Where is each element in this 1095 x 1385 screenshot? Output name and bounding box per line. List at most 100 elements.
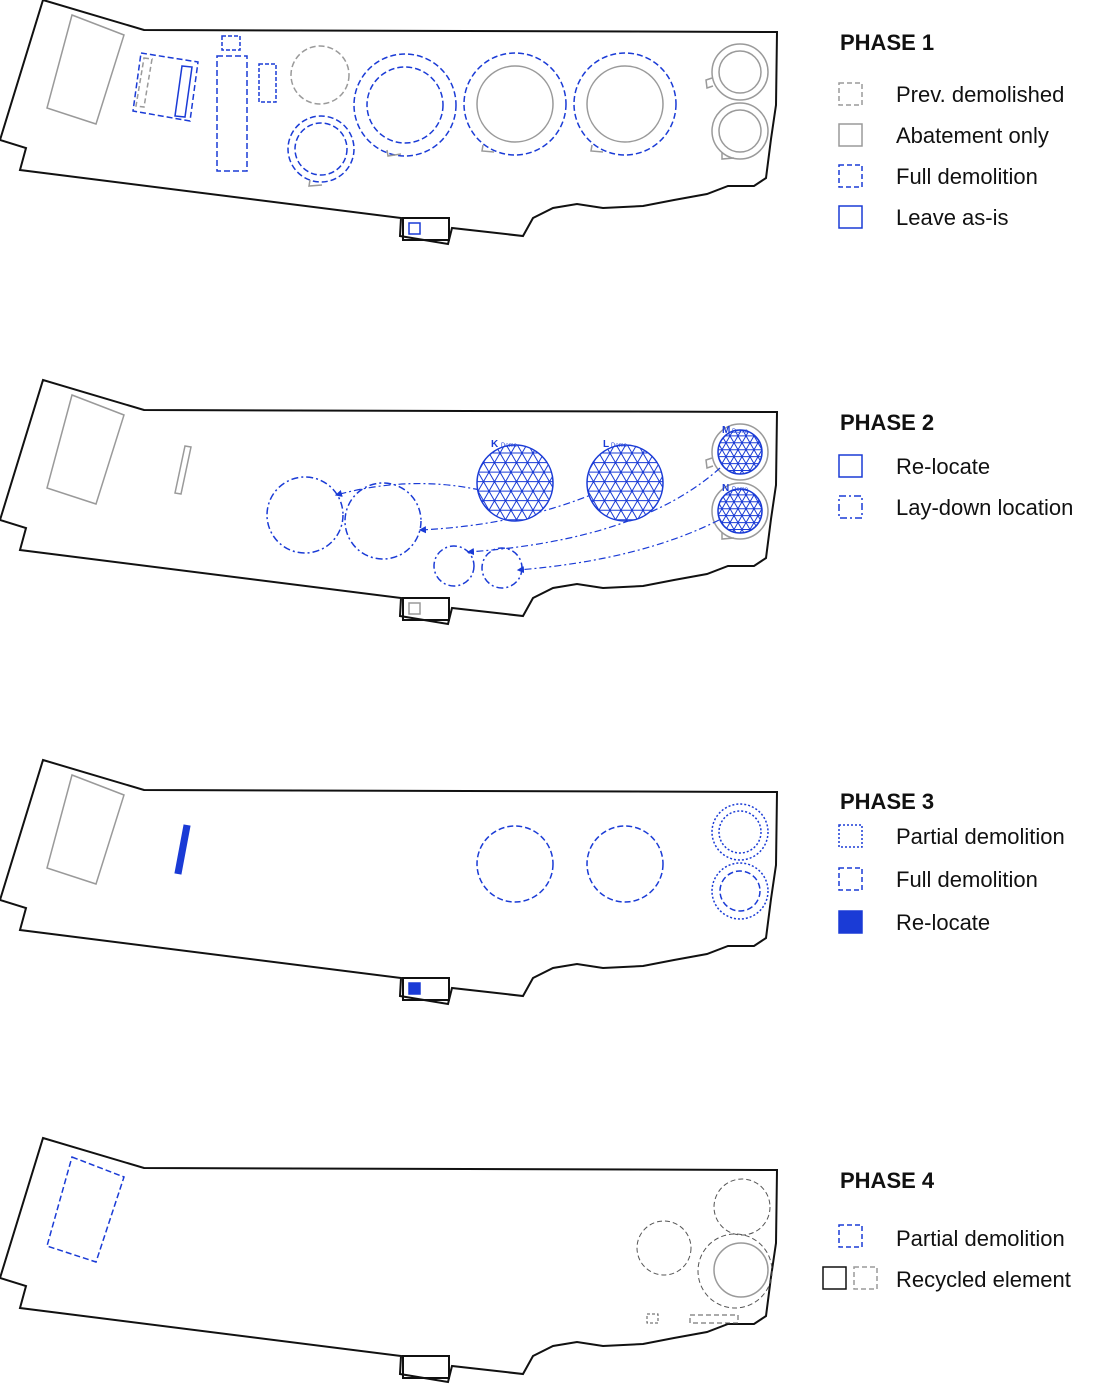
narrow-element [174, 445, 192, 495]
dome-l: L Dome [586, 439, 664, 522]
dome-m: M Dome [717, 425, 763, 475]
recycled-tank-2 [713, 1178, 771, 1236]
recycled-tank-3-outer [697, 1233, 773, 1309]
legend-label: Prev. demolished [896, 82, 1064, 107]
recycled-tank-1 [636, 1220, 692, 1276]
tank-2-inner [366, 66, 444, 144]
relocation-arrow-l [418, 491, 599, 534]
shed-prev-demolished [135, 57, 153, 108]
warehouse [46, 394, 125, 505]
tank-m-inner-partial [718, 810, 762, 854]
shed-full-demolition [132, 52, 199, 122]
tank-l-abatement [586, 65, 664, 143]
annex-building [402, 597, 450, 621]
legend-swatch-leave-as-is [838, 205, 863, 229]
shed-leave-as-is [174, 65, 193, 118]
laydown-circle-2 [344, 482, 422, 560]
legend-swatch-prev-demolished [838, 82, 863, 106]
annex-inner [408, 602, 421, 615]
dome-k-geodesic [477, 445, 553, 521]
dome-letter: N [722, 483, 729, 494]
warehouse-abatement [46, 14, 125, 125]
phase-3-title: PHASE 3 [840, 789, 934, 814]
laydown-circle-4 [481, 547, 523, 589]
tank-n-outer [711, 102, 769, 160]
laydown-circle-3 [433, 545, 475, 587]
dome-word: Dome [732, 429, 749, 435]
geodesic-lines [587, 445, 663, 521]
small-block-full-demolition [221, 35, 241, 51]
legend-label: Recycled element [896, 1267, 1071, 1292]
dome-n: N Dome [717, 483, 763, 534]
tank-n-partial-demolition [711, 862, 769, 920]
tank-m-partial-demolition [711, 803, 769, 861]
annex-re-locate [408, 982, 421, 995]
legend-swatch-recycled-solid [822, 1266, 847, 1290]
relocation-arrow-n [516, 519, 720, 574]
tank-n-ring [711, 482, 769, 540]
recycled-tank-3-inner [713, 1242, 769, 1298]
dome-l-geodesic [587, 445, 663, 521]
site-outline [0, 379, 778, 625]
dome-word: Dome [611, 443, 628, 449]
annex-building [402, 977, 450, 1001]
geodesic-lines [718, 489, 762, 533]
site-outline [0, 0, 778, 245]
legend-swatch-re-locate-filled [838, 910, 863, 934]
dome-word: Dome [732, 487, 749, 493]
tank-2-outer [353, 53, 457, 157]
tank-l-full-demolition [586, 825, 664, 903]
dome-letter: L [603, 439, 609, 450]
tank-m-outer [711, 43, 769, 101]
phase-4-legend: PHASE 4 Partial demolition Recycled elem… [822, 1168, 1071, 1292]
phase-1-plan [0, 0, 778, 245]
site-outline [0, 759, 778, 1005]
dome-n-geodesic [718, 489, 762, 533]
legend-label: Abatement only [896, 123, 1049, 148]
legend-label: Leave as-is [896, 205, 1009, 230]
dome-m-geodesic [718, 430, 762, 474]
legend-swatch-abatement-only [838, 123, 863, 147]
phase-2-legend: PHASE 2 Re-locate Lay-down location [838, 410, 1073, 520]
tank-m-ring [711, 423, 769, 481]
legend-label: Full demolition [896, 164, 1038, 189]
legend-swatch-full-demolition [838, 164, 863, 188]
warehouse [46, 774, 125, 885]
legend-label: Partial demolition [896, 1226, 1065, 1251]
tank-k-full-demolition [463, 52, 567, 156]
legend-label: Partial demolition [896, 824, 1065, 849]
tank-k-abatement [476, 65, 554, 143]
legend-label: Re-locate [896, 910, 990, 935]
tank-k-full-demolition [476, 825, 554, 903]
legend-swatch-partial-demolition [838, 1224, 863, 1248]
annex-leave-as-is [408, 222, 421, 235]
phase-4-title: PHASE 4 [840, 1168, 935, 1193]
legend-label: Full demolition [896, 867, 1038, 892]
legend-swatch-lay-down-location [838, 495, 863, 519]
tank-n-inner [718, 109, 762, 153]
phase-4-plan [0, 1137, 778, 1383]
warehouse-partial-demolition [46, 1156, 125, 1263]
phase-2-title: PHASE 2 [840, 410, 934, 435]
tank-m-inner [718, 50, 762, 94]
dome-word: Dome [501, 443, 518, 449]
phase-3-legend: PHASE 3 Partial demolition Full demoliti… [838, 789, 1065, 935]
relocation-arrow-m [466, 467, 721, 556]
legend-swatch-partial-demolition [838, 824, 863, 848]
phase-2-plan: K Dome L Dome M Dome N Dome [0, 379, 778, 625]
geodesic-lines [718, 430, 762, 474]
phase-3-plan [0, 759, 778, 1005]
narrow-element-re-locate [174, 824, 191, 875]
small-block-2-full-demolition [258, 63, 277, 103]
tank-l-full-demolition [573, 52, 677, 156]
dome-letter: K [491, 439, 499, 450]
phase-1-legend: PHASE 1 Prev. demolished Abatement only … [838, 30, 1064, 230]
recycled-long-element [689, 1314, 739, 1324]
tank-1-outer [287, 115, 355, 183]
legend-label: Re-locate [896, 454, 990, 479]
recycled-small-element [646, 1313, 659, 1324]
annex-building [402, 217, 450, 241]
legend-swatch-re-locate [838, 454, 863, 478]
relocation-arrow-k [334, 483, 481, 497]
